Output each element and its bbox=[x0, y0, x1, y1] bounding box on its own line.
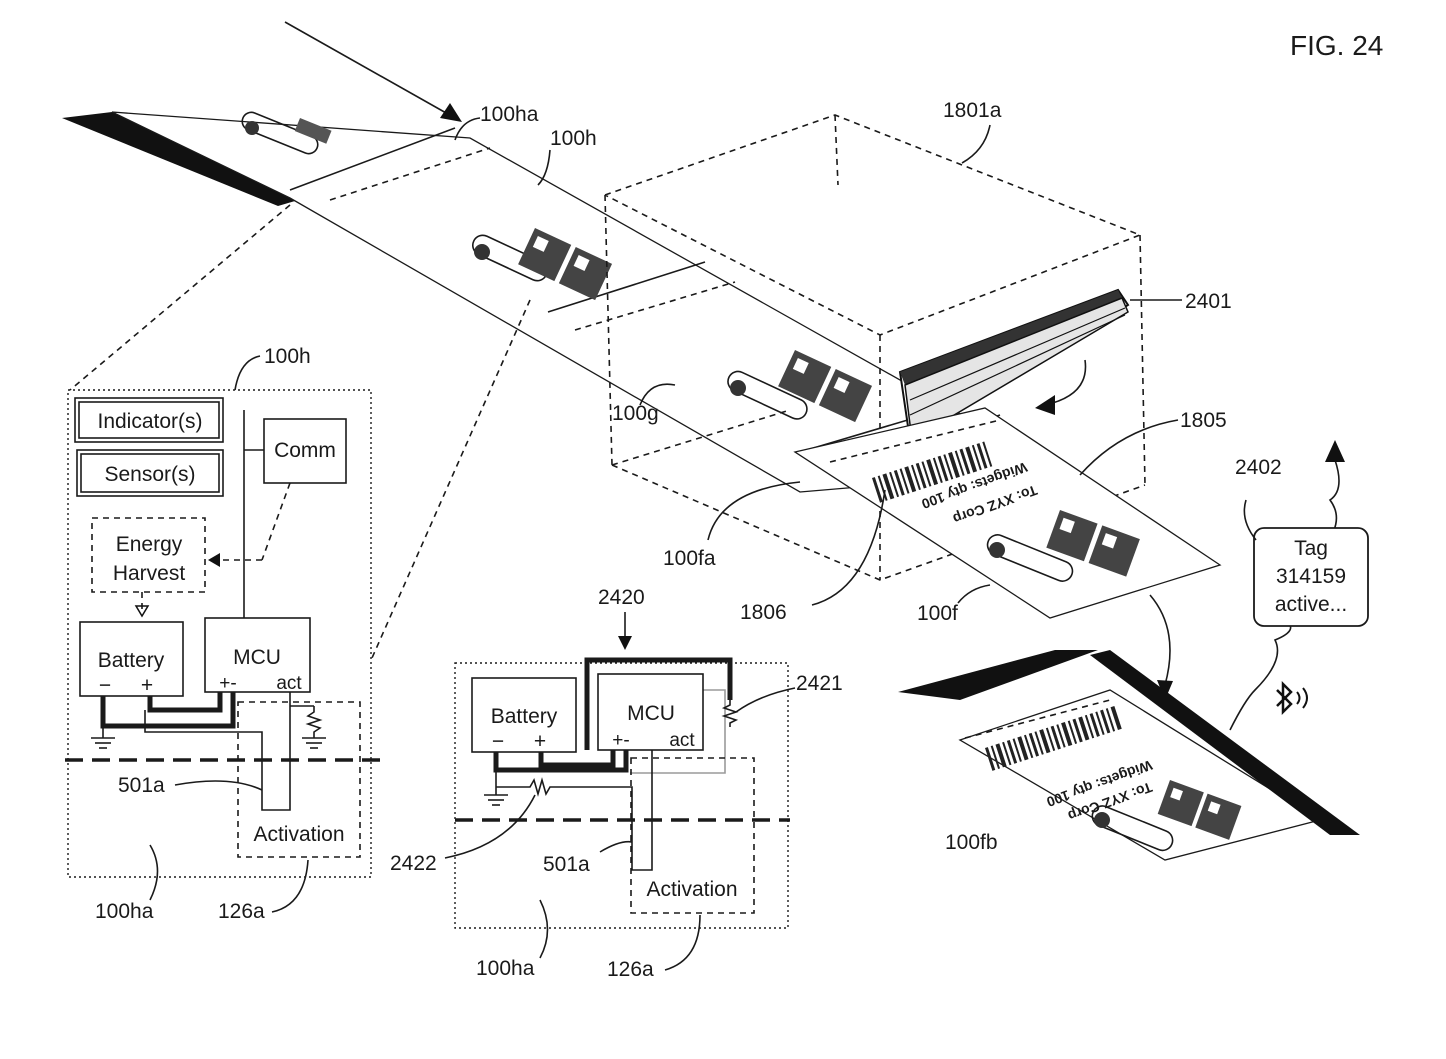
ground-icon bbox=[484, 795, 508, 805]
svg-text:act: act bbox=[276, 673, 302, 694]
svg-text:Energy: Energy bbox=[116, 533, 183, 556]
ground-icon bbox=[302, 738, 326, 748]
ref-2421: 2421 bbox=[796, 672, 843, 695]
middle-circuit-block: Battery − + MCU +- act Activation bbox=[455, 660, 790, 928]
printed-label: Widgets: qty 100 To: XYZ Corp bbox=[795, 408, 1220, 618]
svg-text:−: − bbox=[99, 674, 111, 697]
ref-100ha-left: 100ha bbox=[95, 900, 154, 923]
svg-text:Sensor(s): Sensor(s) bbox=[104, 463, 195, 486]
svg-text:Tag: Tag bbox=[1294, 537, 1328, 560]
svg-text:Battery: Battery bbox=[98, 649, 165, 672]
svg-text:active...: active... bbox=[1275, 593, 1347, 616]
ref-100fa: 100fa bbox=[663, 547, 716, 570]
ref-126a-mid: 126a bbox=[607, 958, 654, 981]
ref-501a-left: 501a bbox=[118, 774, 165, 797]
ref-1806: 1806 bbox=[740, 601, 787, 624]
ref-100fb: 100fb bbox=[945, 831, 998, 854]
svg-text:Activation: Activation bbox=[253, 823, 344, 846]
ref-2402: 2402 bbox=[1235, 456, 1282, 479]
ref-100ha-mid: 100ha bbox=[476, 957, 535, 980]
svg-text:+: + bbox=[141, 674, 153, 697]
ref-100g: 100g bbox=[612, 402, 659, 425]
svg-text:Activation: Activation bbox=[646, 878, 737, 901]
svg-text:MCU: MCU bbox=[627, 702, 675, 725]
figure-title: FIG. 24 bbox=[1290, 30, 1383, 61]
left-circuit-block: Indicator(s) Sensor(s) Comm Energy Harve… bbox=[65, 390, 382, 877]
svg-text:Comm: Comm bbox=[274, 439, 336, 462]
ref-2401: 2401 bbox=[1185, 290, 1232, 313]
svg-text:Harvest: Harvest bbox=[113, 562, 186, 585]
ref-2422: 2422 bbox=[390, 852, 437, 875]
applied-label: Widgets: qty 100 To: XYZ Corp bbox=[898, 650, 1360, 860]
svg-text:Indicator(s): Indicator(s) bbox=[97, 410, 202, 433]
ref-2420: 2420 bbox=[598, 586, 645, 609]
ref-100ha-top: 100ha bbox=[480, 103, 539, 126]
svg-text:+-: +- bbox=[219, 673, 236, 694]
ref-100f: 100f bbox=[917, 602, 958, 625]
svg-text:314159: 314159 bbox=[1276, 565, 1346, 588]
ref-1801a: 1801a bbox=[943, 99, 1002, 122]
svg-text:+: + bbox=[534, 730, 546, 753]
svg-text:MCU: MCU bbox=[233, 646, 281, 669]
ref-100h-left: 100h bbox=[264, 345, 311, 368]
svg-text:Battery: Battery bbox=[491, 705, 558, 728]
ref-1805: 1805 bbox=[1180, 409, 1227, 432]
svg-text:act: act bbox=[669, 730, 695, 751]
cutter-blade bbox=[900, 290, 1128, 440]
tag-status-bubble: Tag 314159 active... bbox=[1254, 528, 1368, 626]
ref-126a-left: 126a bbox=[218, 900, 265, 923]
ref-100h-top: 100h bbox=[550, 127, 597, 150]
svg-text:−: − bbox=[492, 730, 504, 753]
resistor-icon bbox=[308, 706, 320, 738]
bluetooth-icon bbox=[1277, 684, 1307, 712]
ground-icon bbox=[91, 738, 115, 748]
ref-501a-mid: 501a bbox=[543, 853, 590, 876]
feed-arrow bbox=[285, 22, 455, 118]
svg-text:+-: +- bbox=[612, 730, 629, 751]
